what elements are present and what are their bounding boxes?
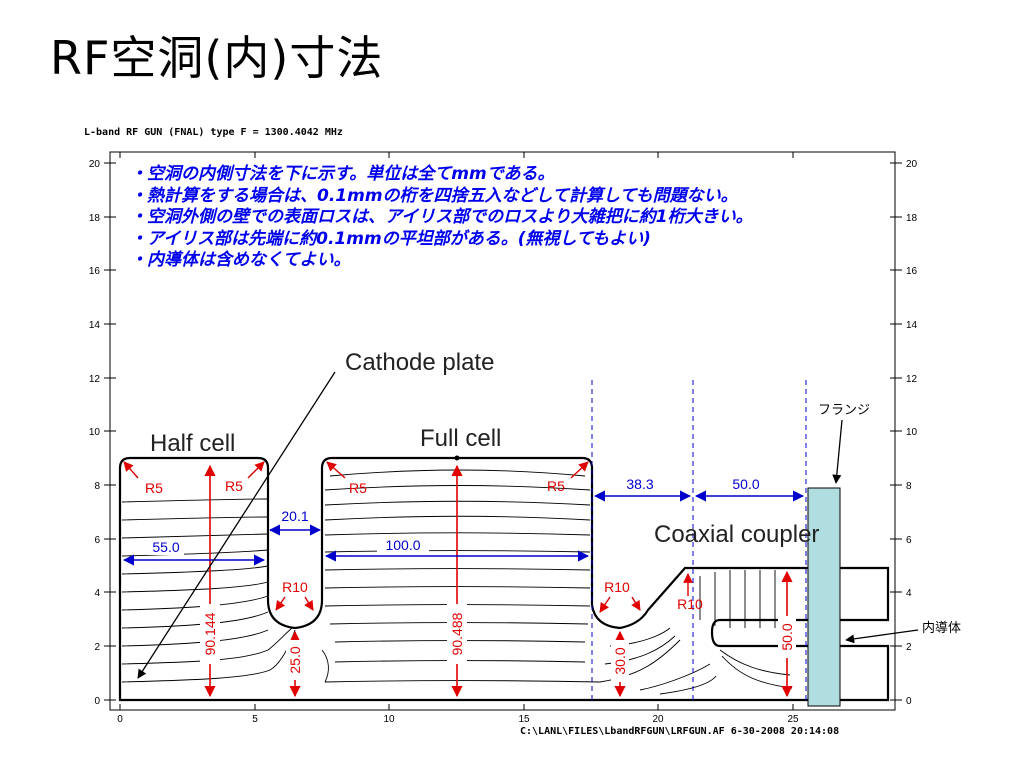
dim-coupler-height: 50.0	[779, 623, 795, 650]
y-tick-label-right: 8	[906, 481, 912, 492]
y-tick-label: 8	[94, 481, 100, 492]
dim-radius-label: R10	[282, 579, 308, 595]
radius-arrows	[123, 461, 693, 613]
y-tick-label: 18	[89, 213, 101, 224]
y-tick-label: 4	[94, 588, 100, 599]
dim-radius-label: R5	[349, 480, 367, 496]
x-tick-label: 20	[652, 714, 664, 725]
y-tick-label-right: 0	[906, 696, 912, 707]
annotation-arrows	[137, 371, 919, 679]
dim-half-cell-height: 90.144	[202, 612, 218, 655]
dim-radius-label: R5	[145, 480, 163, 496]
plot-footer: C:\LANL\FILES\LbandRFGUN\LRFGUN.AF 6-30-…	[520, 726, 839, 737]
y-tick-label-right: 14	[906, 320, 918, 331]
y-tick-label: 0	[94, 696, 100, 707]
label-inner-conductor: 内導体	[922, 620, 961, 636]
dim-radius-label: R5	[547, 478, 565, 494]
label-half-cell: Half cell	[150, 430, 235, 457]
plot-header: L-band RF GUN (FNAL) type F = 1300.4042 …	[84, 127, 343, 138]
flange	[807, 487, 841, 707]
x-tick-label: 10	[383, 714, 395, 725]
width-arrows	[122, 490, 805, 566]
dim-radius-label: R10	[677, 596, 703, 612]
x-tick-label: 25	[787, 714, 799, 725]
dim-iris1-height: 25.0	[287, 646, 303, 673]
y-tick-label: 14	[89, 320, 101, 331]
y-tick-label-right: 12	[906, 374, 918, 385]
cell-marker-dot	[454, 455, 460, 461]
slide-title: RF空洞(内)寸法	[50, 31, 384, 85]
y-tick-label: 2	[94, 642, 100, 653]
notes-list: ・空洞の内側寸法を下に示す。単位は全てmmである。 ・熱計算をする場合は、0.1…	[130, 164, 890, 272]
label-full-cell: Full cell	[420, 425, 501, 452]
y-tick-label: 20	[89, 159, 101, 170]
x-tick-label: 15	[518, 714, 530, 725]
x-tick-label: 5	[252, 714, 258, 725]
label-flange: フランジ	[818, 403, 870, 418]
dim-radius-label: R5	[225, 478, 243, 494]
x-tick-label: 0	[117, 714, 123, 725]
note-item: ・熱計算をする場合は、0.1mmの桁を四捨五入などして計算しても問題ない。	[130, 185, 738, 206]
dim-iris-gap-width: 20.1	[281, 508, 308, 524]
dim-coupler-width: 50.0	[732, 476, 759, 492]
y-tick-label: 6	[94, 535, 100, 546]
y-tick-label-right: 6	[906, 535, 912, 546]
y-tick-label-right: 2	[906, 642, 912, 653]
dim-iris2-height: 30.0	[612, 647, 628, 674]
y-tick-label-right: 20	[906, 159, 918, 170]
dim-full-cell-height: 90.488	[449, 612, 465, 655]
y-tick-label-right: 10	[906, 427, 918, 438]
y-tick-label-right: 16	[906, 266, 918, 277]
note-item: ・内導体は含めなくてよい。	[130, 250, 351, 270]
note-item: ・空洞の内側寸法を下に示す。単位は全てmmである。	[130, 164, 555, 184]
dim-full-cell-width: 100.0	[385, 537, 420, 553]
label-coaxial-coupler: Coaxial coupler	[654, 521, 819, 548]
y-tick-label-right: 18	[906, 213, 918, 224]
dim-gap-width: 38.3	[626, 476, 653, 492]
y-tick-label: 16	[89, 266, 101, 277]
y-tick-label-right: 4	[906, 588, 912, 599]
dim-radius-label: R10	[604, 579, 630, 595]
note-item: ・アイリス部は先端に約0.1mmの平坦部がある。(無視してもよい)	[130, 228, 651, 249]
cavity-outline	[118, 456, 890, 702]
y-tick-label: 10	[89, 427, 101, 438]
axis-ticks	[104, 152, 902, 710]
dim-half-cell-width: 55.0	[152, 539, 179, 555]
note-item: ・空洞外側の壁での表面ロスは、アイリス部でのロスより大雑把に約1桁大きい。	[130, 207, 753, 227]
y-tick-label: 12	[89, 374, 101, 385]
label-cathode-plate: Cathode plate	[345, 349, 494, 376]
